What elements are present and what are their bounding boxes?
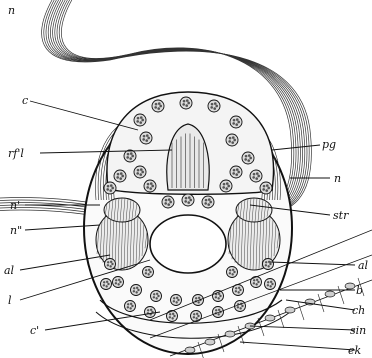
label-b: b	[356, 284, 363, 297]
label-ch: ch	[352, 304, 365, 317]
label-al-right: al	[358, 259, 369, 272]
label-sin: sin	[350, 324, 366, 337]
label-n-right: n	[334, 172, 341, 185]
label-n-top: n	[8, 4, 15, 17]
label-al-left: al	[4, 264, 15, 277]
label-c: c	[22, 94, 28, 107]
label-n-dprime: n"	[10, 224, 22, 237]
label-pg: pg	[322, 138, 336, 151]
label-ek: ek	[348, 344, 362, 357]
label-n-prime: n'	[10, 199, 20, 212]
lens	[150, 215, 226, 273]
label-str: str	[333, 209, 349, 222]
label-rfl: rf'l	[8, 147, 24, 160]
label-l: l	[8, 294, 12, 307]
label-c-prime: c'	[30, 324, 39, 337]
